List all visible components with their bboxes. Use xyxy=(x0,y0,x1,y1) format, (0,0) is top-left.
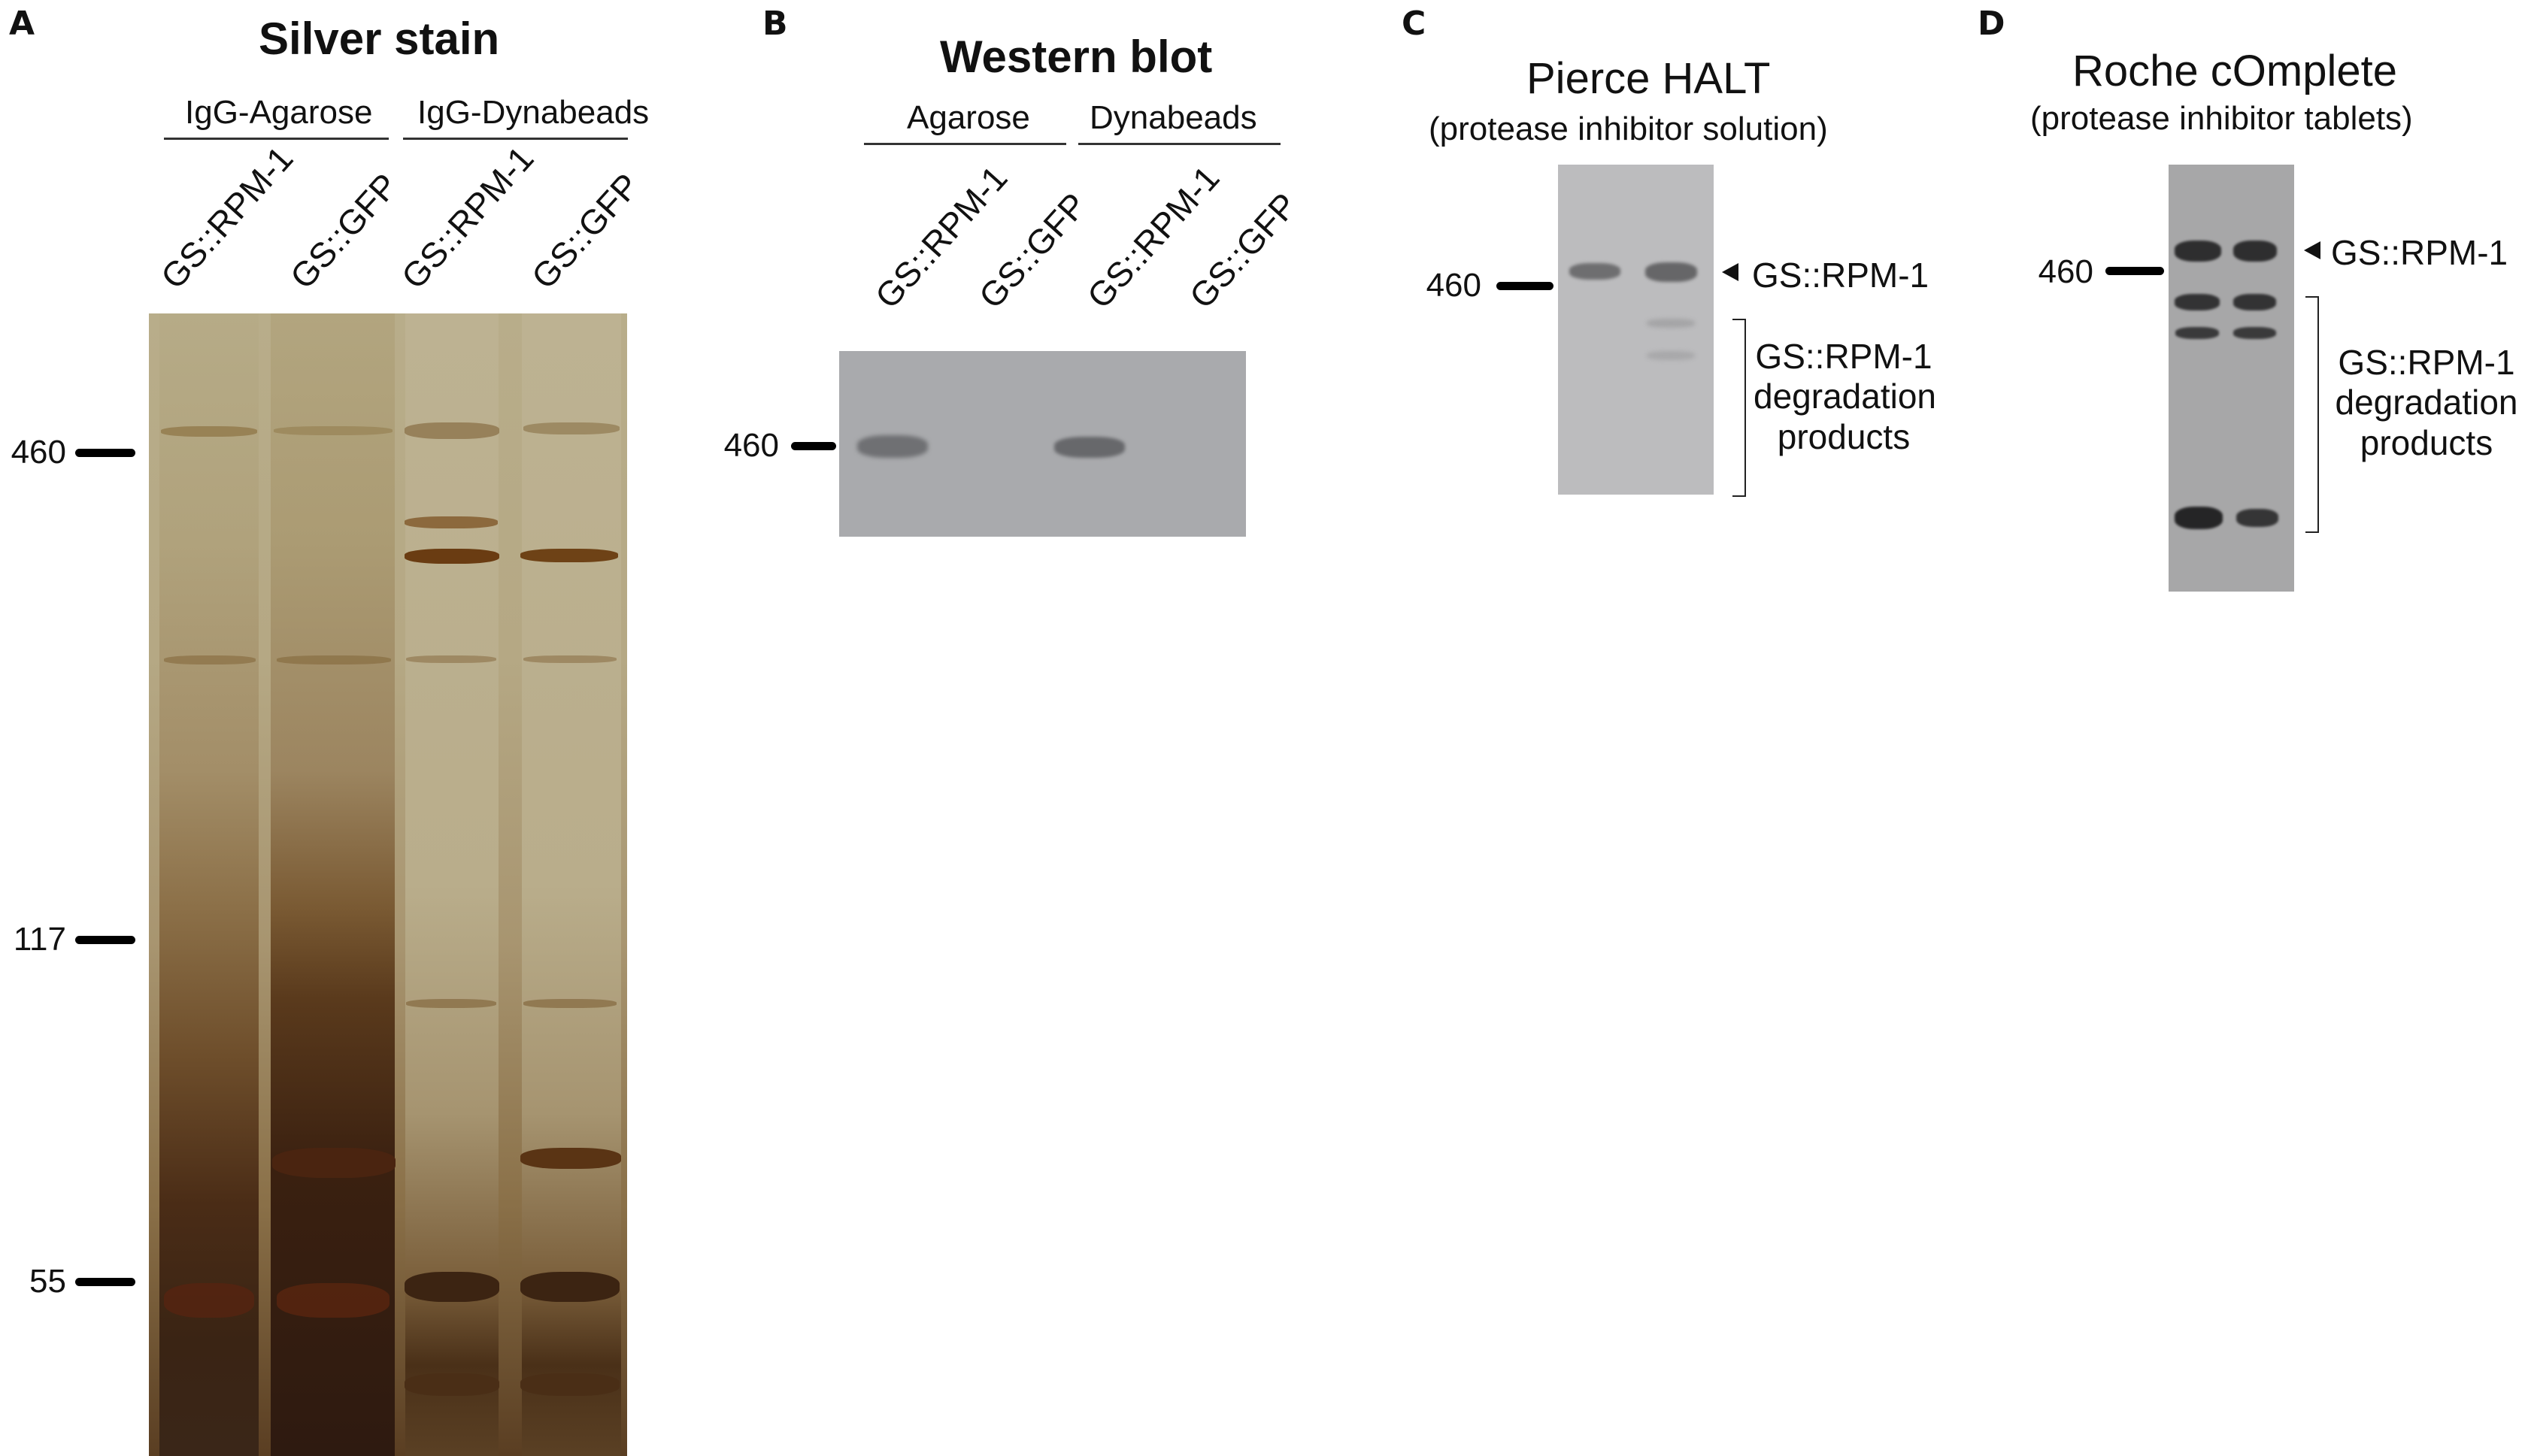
band-label-d: GS::RPM-1 xyxy=(2331,233,2508,272)
roche-complete-blot xyxy=(2169,165,2294,592)
panel-letter-d: D xyxy=(1978,5,2005,43)
mw-label-b-460: 460 xyxy=(723,427,779,464)
panel-d-subtitle: (protease inhibitor tablets) xyxy=(2030,100,2413,137)
mw-label-117: 117 xyxy=(13,921,66,958)
band-mid-lane1 xyxy=(164,655,256,664)
group-line-agarose xyxy=(164,138,389,140)
panel-c-title: Pierce HALT xyxy=(1526,54,1771,103)
band-d-top-lane1 xyxy=(2175,241,2221,262)
pierce-halt-blot xyxy=(1558,165,1714,495)
bracket-label-d: GS::RPM-1 degradation products xyxy=(2328,343,2525,463)
faint-band-c-2 xyxy=(1647,351,1695,360)
western-blot-membrane xyxy=(839,351,1246,537)
panel-letter-a: A xyxy=(9,5,35,43)
band-mid-lane3 xyxy=(406,655,496,663)
band-b-lane1 xyxy=(857,435,928,458)
faint-band-c-1 xyxy=(1647,319,1695,328)
panel-a-title: Silver stain xyxy=(259,14,500,64)
band-dyn-strong-lane4 xyxy=(520,549,618,562)
panel-d-title: Roche cOmplete xyxy=(2072,47,2397,95)
group-label-dynabeads: Dynabeads xyxy=(1090,99,1257,136)
band-heavy-lane4 xyxy=(520,1148,621,1169)
mw-label-d-460: 460 xyxy=(2038,253,2093,290)
arrowhead-icon xyxy=(1722,263,1738,281)
band-117-lane4 xyxy=(523,999,617,1008)
mw-label-c-460: 460 xyxy=(1426,267,1481,304)
band-c-lane1 xyxy=(1569,263,1620,280)
bracket-c xyxy=(1732,319,1746,497)
group-label-igg-dynabeads: IgG-Dynabeads xyxy=(417,94,650,131)
lane-4-smear xyxy=(522,313,621,1456)
panel-letter-c: C xyxy=(1402,5,1426,43)
band-mid-lane2 xyxy=(277,655,391,664)
lane-1-smear xyxy=(159,313,259,1456)
bracket-label-c: GS::RPM-1 degradation products xyxy=(1754,337,1936,457)
band-d-deg3-lane2 xyxy=(2236,509,2278,527)
band-460-lane3 xyxy=(405,422,499,439)
band-dyn-upper-lane3 xyxy=(405,516,498,528)
band-460-lane4 xyxy=(523,422,620,434)
mw-tick-d-460 xyxy=(2105,267,2164,275)
band-460-lane1 xyxy=(161,426,257,437)
lane-label-1: GS::RPM-1 xyxy=(153,138,301,297)
band-460-lane2 xyxy=(274,426,393,435)
band-d-deg1-lane2 xyxy=(2233,294,2276,310)
panel-b-title: Western blot xyxy=(940,32,1213,82)
band-low-lane4 xyxy=(520,1272,620,1302)
bracket-d xyxy=(2305,296,2319,533)
lane-label-3: GS::RPM-1 xyxy=(393,138,541,297)
bracket-label-d-line3: products xyxy=(2360,422,2493,462)
group-line-dynabeads xyxy=(403,138,628,140)
mw-tick-55 xyxy=(75,1278,135,1286)
band-c-lane2 xyxy=(1645,262,1697,282)
lane-2-smear xyxy=(271,313,395,1456)
group-line-dynabeads-b xyxy=(1078,143,1281,145)
band-heavy-lane2 xyxy=(272,1148,396,1178)
band-dyn-strong-lane3 xyxy=(405,549,499,564)
panel-c-subtitle: (protease inhibitor solution) xyxy=(1429,110,1828,147)
band-bottom-lane4 xyxy=(520,1373,620,1396)
lane-3-smear xyxy=(405,313,499,1456)
mw-label-55: 55 xyxy=(29,1263,66,1300)
band-d-deg1-lane1 xyxy=(2175,294,2220,310)
lane-label-2: GS::GFP xyxy=(282,165,406,297)
band-d-deg3-lane1 xyxy=(2175,507,2223,529)
group-label-igg-agarose: IgG-Agarose xyxy=(185,94,373,131)
band-low-lane3 xyxy=(405,1272,499,1302)
band-mid-lane4 xyxy=(523,655,617,663)
band-d-top-lane2 xyxy=(2233,241,2277,262)
band-reddish-lane1 xyxy=(164,1283,254,1318)
mw-tick-117 xyxy=(75,936,135,944)
silver-stain-gel xyxy=(149,313,627,1456)
band-label-c: GS::RPM-1 xyxy=(1752,256,1929,295)
band-d-deg2-lane2 xyxy=(2233,327,2276,339)
panel-letter-b: B xyxy=(762,5,788,43)
mw-label-460: 460 xyxy=(11,434,66,471)
mw-tick-460 xyxy=(75,449,135,457)
band-reddish-lane2 xyxy=(277,1283,390,1318)
band-b-lane3 xyxy=(1054,437,1125,458)
band-117-lane3 xyxy=(406,999,496,1008)
arrowhead-icon xyxy=(2304,241,2320,259)
group-line-agarose-b xyxy=(864,143,1066,145)
group-label-agarose: Agarose xyxy=(907,99,1030,136)
band-bottom-lane3 xyxy=(405,1373,499,1396)
bracket-label-d-line2: degradation xyxy=(2335,383,2518,422)
lane-label-4: GS::GFP xyxy=(523,165,647,297)
bracket-label-c-line1: GS::RPM-1 xyxy=(1755,337,1932,376)
bracket-label-c-line3: products xyxy=(1777,416,1911,456)
bracket-label-c-line2: degradation xyxy=(1754,377,1936,416)
band-d-deg2-lane1 xyxy=(2175,327,2219,339)
mw-tick-b-460 xyxy=(791,442,836,450)
mw-tick-c-460 xyxy=(1496,282,1553,290)
bracket-label-d-line1: GS::RPM-1 xyxy=(2338,343,2515,382)
